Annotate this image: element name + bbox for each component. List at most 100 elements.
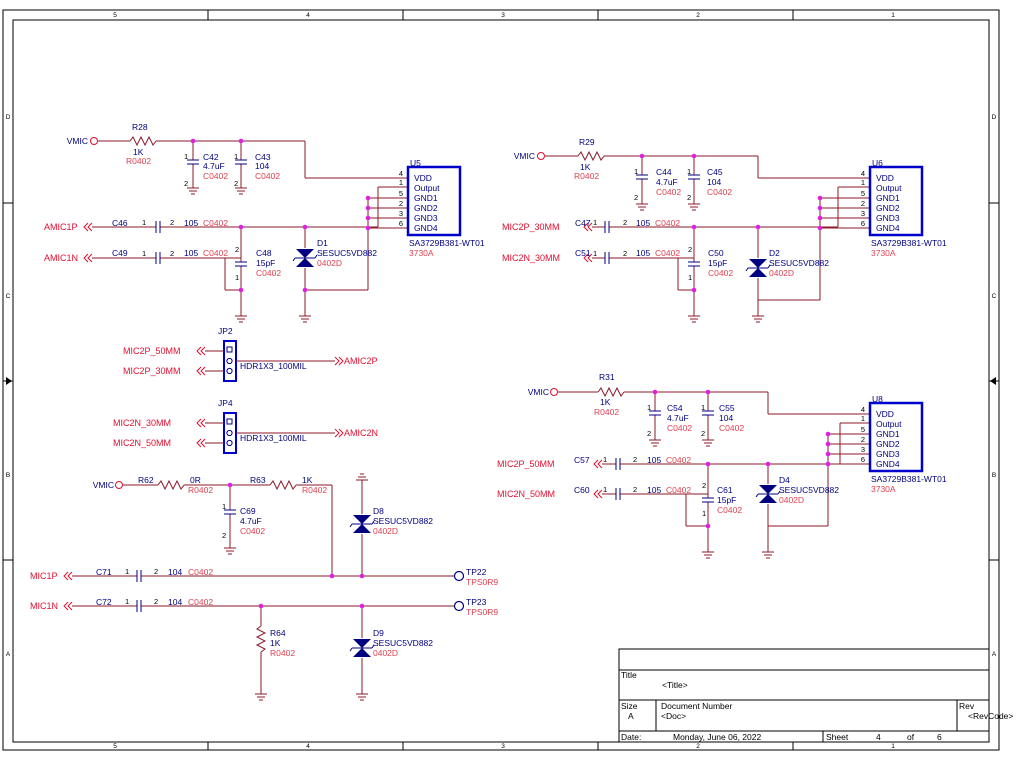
svg-text:C60: C60 — [574, 485, 590, 495]
svg-text:1: 1 — [891, 12, 895, 19]
of-value: 6 — [937, 732, 942, 742]
svg-text:104: 104 — [168, 597, 182, 607]
mic1-bias-circuit: VMIC R62 0R R0402 R63 1K R0402 C69 4.7uF… — [30, 473, 498, 701]
svg-text:5: 5 — [113, 743, 117, 750]
svg-text:1K: 1K — [302, 475, 313, 485]
svg-text:105: 105 — [636, 218, 650, 228]
svg-text:4.7uF: 4.7uF — [667, 413, 689, 423]
svg-text:R0402: R0402 — [302, 485, 327, 495]
u8-pin-gnd2: GND2 — [876, 439, 900, 449]
border-col-labels-bottom: 5 4 3 2 1 — [113, 743, 895, 750]
svg-text:B: B — [6, 472, 10, 479]
jp2-part: HDR1X3_100MIL — [240, 361, 307, 371]
svg-text:2: 2 — [154, 567, 158, 576]
jumper-jp2: JP2 HDR1X3_100MIL MIC2P_50MM MIC2P_30MM … — [123, 326, 378, 382]
svg-text:105: 105 — [184, 248, 198, 258]
svg-text:D1: D1 — [317, 238, 328, 248]
svg-text:2: 2 — [170, 218, 174, 227]
date-label: Date: — [621, 732, 641, 742]
svg-text:R0402: R0402 — [188, 485, 213, 495]
svg-text:C50: C50 — [708, 248, 724, 258]
u8-foot: 3730A — [871, 484, 896, 494]
jp4-part: HDR1X3_100MIL — [240, 433, 307, 443]
svg-text:4: 4 — [861, 405, 865, 414]
u8-part: SA3729B381-WT01 — [871, 474, 947, 484]
svg-text:0402D: 0402D — [317, 258, 342, 268]
jp4-ref: JP4 — [218, 398, 233, 408]
svg-text:4: 4 — [861, 169, 865, 178]
svg-text:R31: R31 — [599, 372, 615, 382]
center-arrow-left — [6, 377, 12, 385]
net-amic2p: AMIC2P — [344, 356, 378, 366]
u5-pin-gnd2: GND2 — [414, 203, 438, 213]
u5-ref: U5 — [410, 158, 421, 168]
svg-text:2: 2 — [235, 245, 239, 254]
svg-text:1: 1 — [142, 218, 146, 227]
net-amic2n: AMIC2N — [344, 428, 378, 438]
date-value: Monday, June 06, 2022 — [673, 732, 761, 742]
svg-text:0402D: 0402D — [373, 526, 398, 536]
svg-text:C45: C45 — [707, 167, 723, 177]
svg-text:C51: C51 — [575, 248, 591, 258]
border-row-labels-right: D C B A — [992, 114, 997, 658]
svg-text:C0402: C0402 — [667, 423, 692, 433]
svg-text:3: 3 — [861, 209, 865, 218]
svg-text:R64: R64 — [270, 628, 286, 638]
u5-part: SA3729B381-WT01 — [409, 238, 485, 248]
svg-text:2: 2 — [170, 249, 174, 258]
svg-text:5: 5 — [113, 12, 117, 19]
svg-text:1: 1 — [688, 273, 692, 282]
net-mic1p: MIC1P — [30, 571, 58, 581]
svg-text:5: 5 — [399, 189, 403, 198]
svg-text:D: D — [6, 114, 11, 121]
svg-text:2: 2 — [861, 199, 865, 208]
u6-vmic: VMIC — [514, 151, 535, 161]
u8-pin-output: Output — [876, 419, 902, 429]
svg-text:2: 2 — [696, 12, 700, 19]
svg-text:TPS0R9: TPS0R9 — [466, 577, 498, 587]
svg-text:5: 5 — [861, 189, 865, 198]
svg-text:C0402: C0402 — [708, 268, 733, 278]
svg-text:C0402: C0402 — [655, 248, 680, 258]
net-jp4-mic2n-30mm: MIC2N_30MM — [113, 418, 171, 428]
u5-pin-gnd1: GND1 — [414, 193, 438, 203]
svg-text:R28: R28 — [132, 122, 148, 132]
svg-text:1: 1 — [142, 249, 146, 258]
svg-text:C0402: C0402 — [188, 567, 213, 577]
svg-text:105: 105 — [636, 248, 650, 258]
svg-text:0402D: 0402D — [779, 495, 804, 505]
net-mic1n: MIC1N — [30, 601, 58, 611]
svg-text:C0402: C0402 — [666, 455, 691, 465]
jp2-ref: JP2 — [218, 326, 233, 336]
u5-pin-output: Output — [414, 183, 440, 193]
svg-text:C48: C48 — [256, 248, 272, 258]
u6-pin-output: Output — [876, 183, 902, 193]
svg-text:2: 2 — [647, 429, 651, 438]
of-label: of — [907, 732, 915, 742]
u8-pin-gnd4: GND4 — [876, 459, 900, 469]
svg-text:1K: 1K — [133, 147, 144, 157]
u5-pin-vdd: VDD — [414, 173, 432, 183]
u5-pin-gnd3: GND3 — [414, 213, 438, 223]
svg-text:C0402: C0402 — [655, 218, 680, 228]
net-amic1n: AMIC1N — [44, 253, 78, 263]
svg-text:TPS0R9: TPS0R9 — [466, 607, 498, 617]
svg-text:C0402: C0402 — [203, 171, 228, 181]
svg-text:1: 1 — [184, 152, 188, 161]
bias-vmic: VMIC — [93, 480, 114, 490]
svg-text:0402D: 0402D — [769, 268, 794, 278]
u5-pin-gnd4: GND4 — [414, 223, 438, 233]
u8-ic-body — [868, 401, 924, 473]
size-value: A — [628, 711, 634, 721]
svg-text:C57: C57 — [574, 455, 590, 465]
sheet-border — [2, 9, 1000, 751]
mic-circuit-u6: U6 VDD Output GND1 GND2 GND3 GND4 4 1 5 … — [502, 137, 947, 323]
svg-text:C49: C49 — [112, 248, 128, 258]
svg-text:1: 1 — [891, 743, 895, 750]
svg-text:TP22: TP22 — [466, 567, 487, 577]
net-jp2-mic2p-50mm: MIC2P_50MM — [123, 346, 181, 356]
svg-text:2: 2 — [633, 455, 637, 464]
svg-text:5: 5 — [861, 425, 865, 434]
net-mic2n-50mm: MIC2N_50MM — [497, 489, 555, 499]
svg-text:2: 2 — [399, 199, 403, 208]
